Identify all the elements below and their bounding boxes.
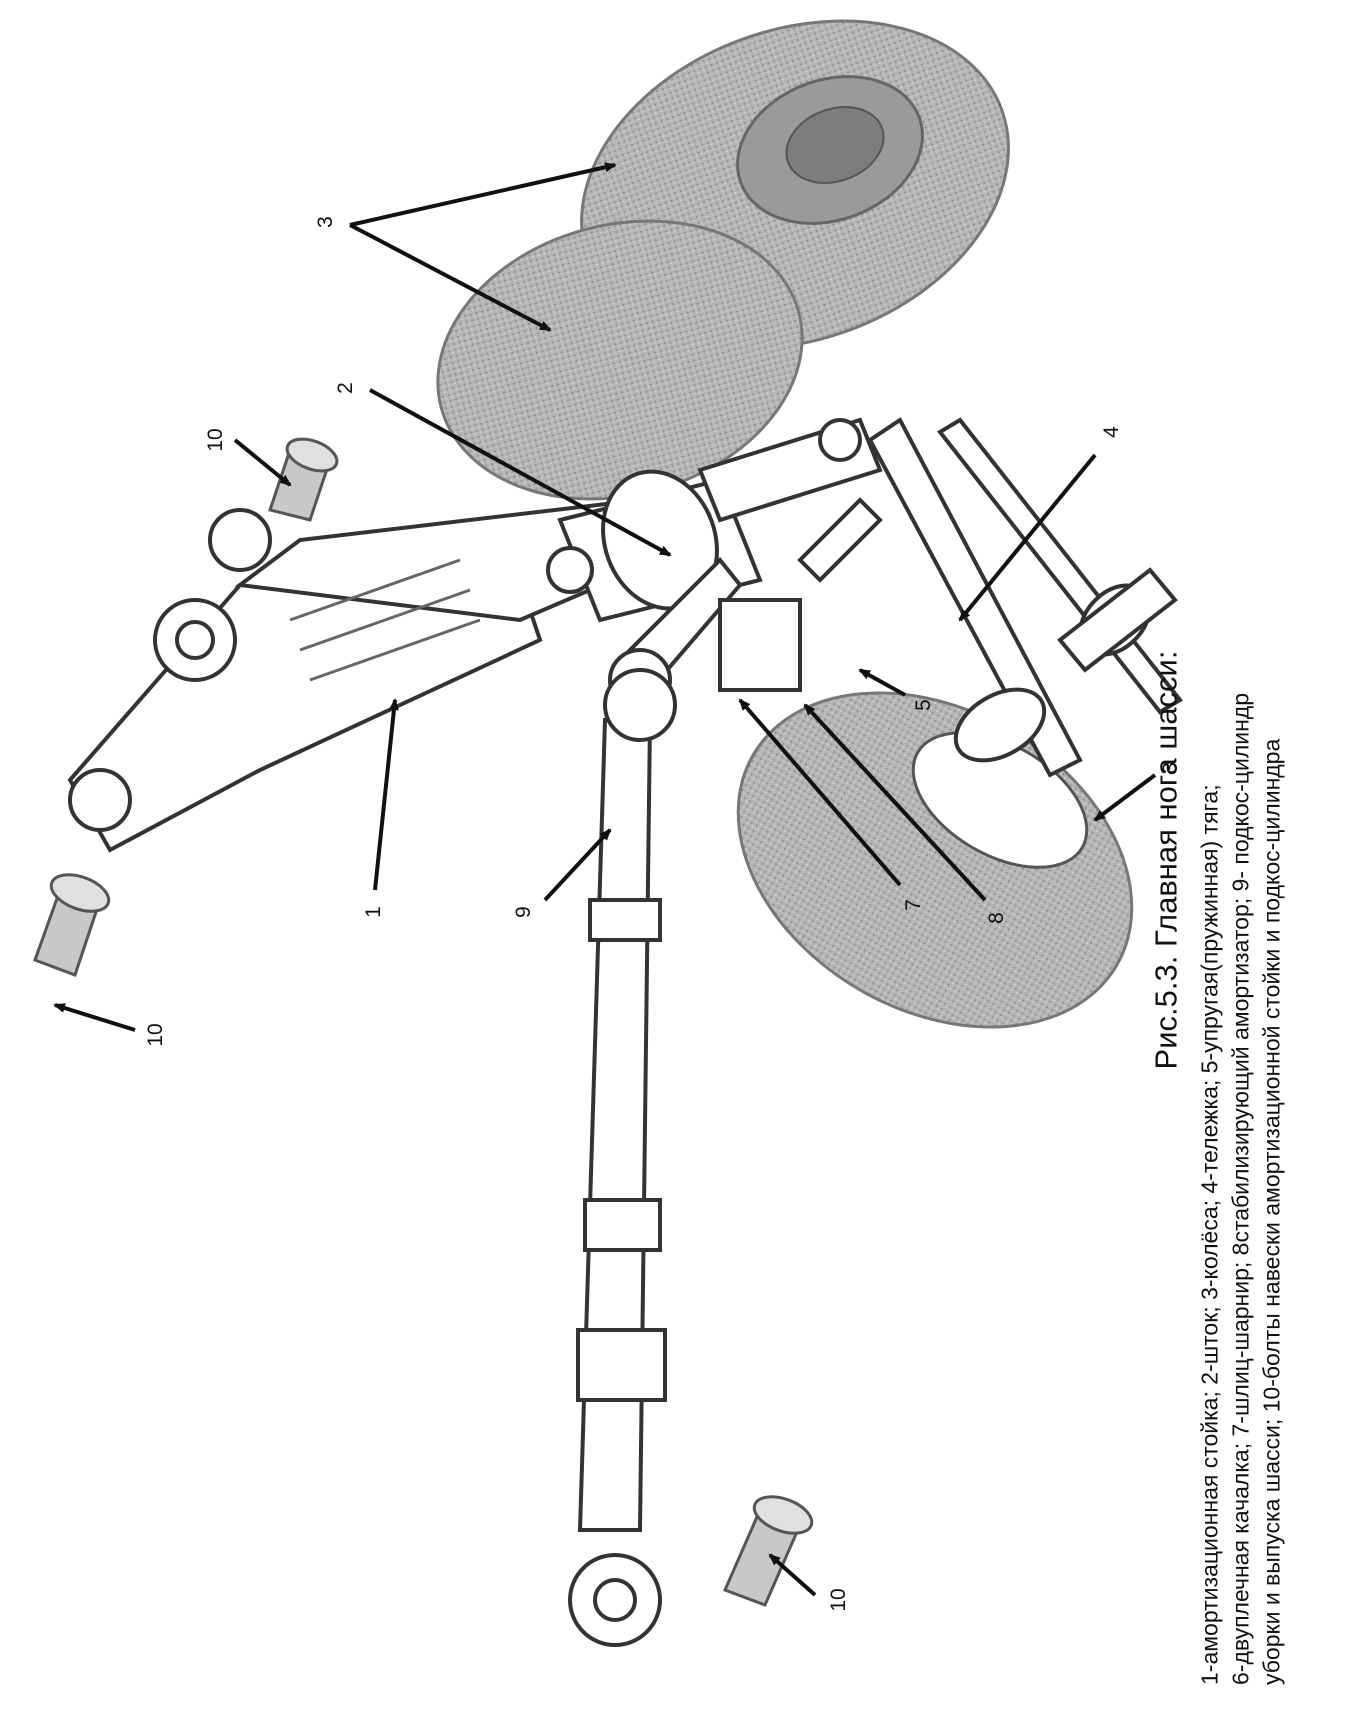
shock-strut [67,497,663,853]
callout-10a: 10 [144,1023,167,1046]
arrow-3b [1093,773,1157,822]
caption-line-2: 6-двуплечная качалка; 7-шлиц-шарнир; 8ст… [1227,693,1254,1685]
callout-1: 1 [362,906,385,918]
callout-10c: 10 [827,1588,850,1611]
arrow-9 [543,828,612,902]
callout-10b: 10 [204,428,227,451]
callout-8: 8 [985,912,1008,924]
callout-2: 2 [334,382,357,394]
arrow-10b [233,438,292,487]
mounting-bolt-bottom [722,1495,814,1607]
mounting-bolt-top [268,437,339,522]
caption-line-1: 1-амортизационная стойка; 2-шток; 3-колё… [1196,784,1223,1685]
arrow-7 [738,698,902,887]
elastic-rod [797,497,883,583]
callout-9: 9 [512,906,535,918]
arrow-10c [768,1553,817,1597]
figure-caption: Рис.5.3. Главная нога шасси: 1-амортизац… [1149,35,1288,1685]
arrow-5 [858,668,906,697]
stabilizing-damper [718,598,802,692]
retraction-brace [568,668,677,1647]
callout-labels: 1 2 3 3 4 5 7 8 9 10 10 10 [144,216,1182,1612]
arrow-10a [53,1003,136,1032]
arrow-4 [958,453,1097,622]
bogie-beam [867,417,1183,778]
caption-line-3: уборки и выпуска шасси; 10-болты навески… [1258,738,1285,1685]
arrow-8 [803,703,987,902]
callout-3a: 3 [314,216,337,228]
arrow-1 [373,698,399,891]
callout-7: 7 [902,899,925,911]
callout-5: 5 [912,699,935,711]
mounting-bolt-left [33,873,111,977]
arrow-3a-lower [349,223,552,332]
callout-arrows [53,162,1157,1597]
caption-title: Рис.5.3. Главная нога шасси: [1148,650,1184,1070]
callout-3b: 3 [1159,762,1182,774]
wheel-lower [736,691,1134,1029]
callout-4: 4 [1100,426,1123,438]
arrow-3a-upper [349,162,617,227]
arrow-2 [369,388,672,557]
